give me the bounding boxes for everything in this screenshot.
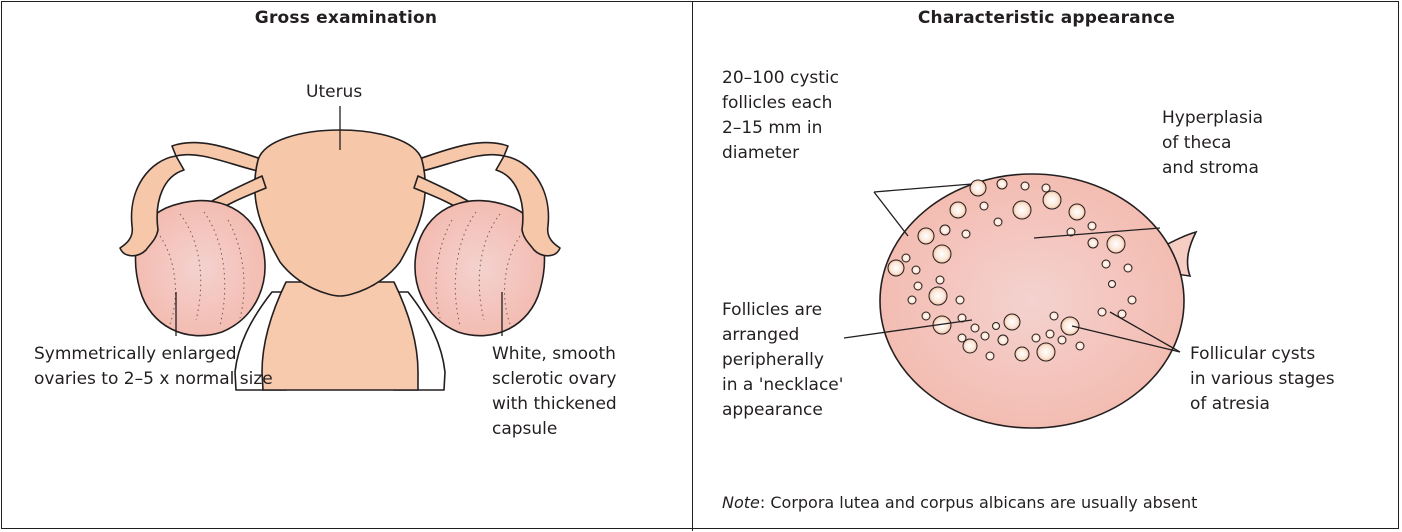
follicle [1109,281,1116,288]
follicle [1015,347,1029,361]
follicle [970,180,986,196]
atresia-label: Follicular cysts in various stages of at… [1190,342,1335,417]
uterus-label: Uterus [306,80,362,105]
follicle [908,296,916,304]
necklace-label: Follicles are arranged peripherally in a… [722,298,843,423]
follicle [1058,336,1066,344]
follicle [912,266,920,274]
follicle [1043,191,1061,209]
follicle [1102,260,1110,268]
right-fallopian-tube [416,143,508,172]
follicle [1046,330,1054,338]
ovary-cross-section [880,174,1196,428]
follicle [1037,343,1055,361]
follicle [902,254,910,262]
cystic-leader-a [874,192,908,236]
follicle [929,287,947,305]
follicle [922,312,930,320]
follicle [1004,314,1020,330]
follicle [986,352,994,360]
follicle [1050,312,1058,320]
note-prefix: Note [722,493,760,512]
follicle [1013,201,1031,219]
cystic-follicles-label: 20–100 cystic follicles each 2–15 mm in … [722,66,839,166]
follicle [971,324,979,332]
follicle [1098,308,1106,316]
note-text: : Corpora lutea and corpus albicans are … [760,493,1198,512]
follicle [1032,334,1040,342]
left-fallopian-tube [172,143,264,172]
follicle [888,260,904,276]
follicle [918,228,934,244]
follicle [950,202,966,218]
follicle [997,179,1007,189]
follicle [963,339,977,353]
follicle [1124,264,1132,272]
follicle [1061,317,1079,335]
follicle [993,323,1000,330]
follicle [1076,342,1084,350]
follicle [1128,296,1136,304]
uterine-body [255,130,426,296]
follicle [998,335,1008,345]
follicle [980,202,988,210]
follicle [940,225,950,235]
ovary-section [880,174,1184,428]
follicle [1042,184,1050,192]
follicle [1107,235,1125,253]
sclerotic-ovary-label: White, smooth sclerotic ovary with thick… [492,342,617,442]
follicle [936,276,944,284]
follicle [981,332,989,340]
follicle [1088,238,1098,248]
follicle [962,230,970,238]
follicle [1021,182,1029,190]
hyperplasia-label: Hyperplasia of theca and stroma [1162,106,1263,181]
enlarged-ovaries-label: Symmetrically enlarged ovaries to 2–5 x … [34,342,273,392]
follicle [956,296,964,304]
cervix-inner [262,282,418,390]
follicle [994,218,1002,226]
follicle [1088,222,1096,230]
follicle [933,245,951,263]
footnote: Note: Corpora lutea and corpus albicans … [722,492,1197,514]
follicle [1069,204,1085,220]
follicle [914,282,922,290]
